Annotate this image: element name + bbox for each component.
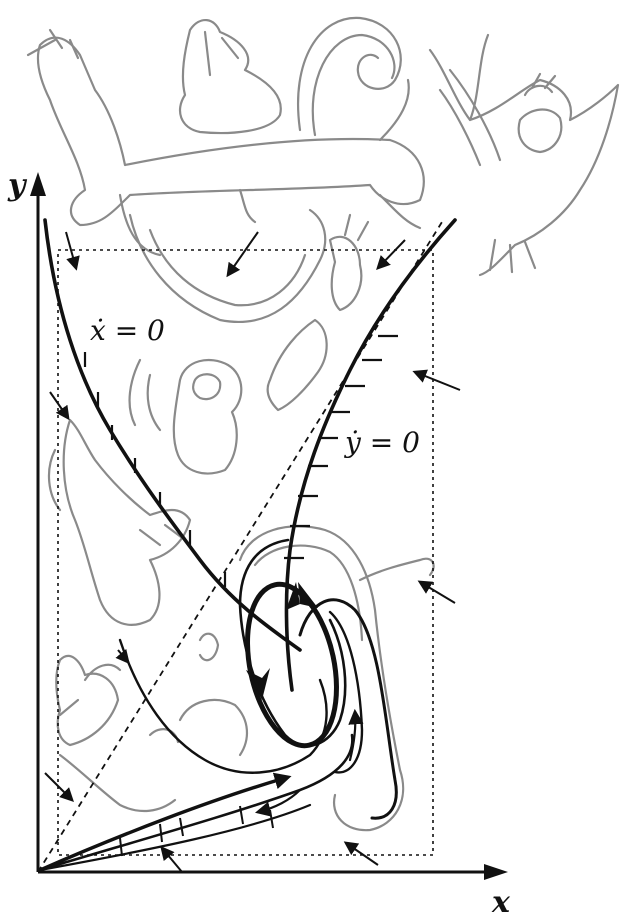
y-axis-arrowhead (30, 172, 46, 196)
lion-sketch (130, 360, 242, 474)
ghost-sketch (150, 634, 247, 755)
deer-sketch (49, 420, 190, 625)
x-nullcline-ticks (85, 352, 225, 587)
griffin-sketch (430, 35, 618, 275)
x-axis-label: x (491, 885, 511, 916)
x-nullcline-label: ẋ = 0 (90, 314, 165, 347)
y-nullcline-label: ẏ = 0 (343, 426, 420, 459)
fox-sketch (28, 30, 424, 255)
y-axis-label: y (7, 168, 28, 203)
trajectory-ticks (120, 806, 273, 856)
limit-cycle-arrow-up (298, 582, 318, 608)
decorative-sketches (28, 18, 618, 830)
weasel-sketch (268, 320, 327, 410)
rabbit-sketch (180, 20, 281, 133)
limit-cycle-arrow-down-2 (262, 668, 270, 700)
x-axis-arrowhead (484, 864, 508, 880)
hare-sketch (330, 215, 368, 310)
bird-sketch (56, 656, 175, 811)
trajectories (40, 540, 396, 870)
snake-sketch (130, 210, 325, 322)
squirrel-tail-sketch (298, 18, 409, 140)
x-nullcline (45, 220, 300, 650)
